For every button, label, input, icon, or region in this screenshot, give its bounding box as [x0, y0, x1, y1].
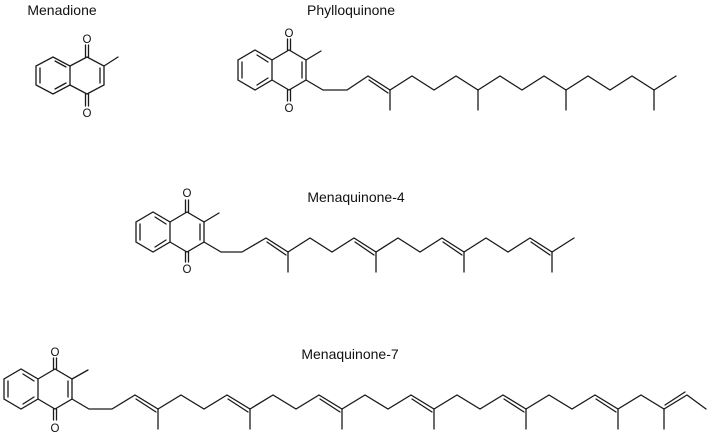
phylloquinone-oxygen-bottom: O — [285, 103, 294, 115]
menaquinone-7-isoprenyl-chain — [71, 391, 707, 430]
phylloquinone-phytyl-chain — [305, 75, 677, 111]
menaquinone-7-naphthoquinone-core — [3, 357, 89, 421]
label-menaquinone-4: Menaquinone-4 — [307, 189, 405, 205]
molecule-menaquinone-7: Menaquinone-7 O O — [3, 346, 707, 435]
menaquinone-4-naphthoquinone-core — [135, 199, 220, 263]
phylloquinone-naphthoquinone-core — [237, 38, 322, 102]
menaquinone-7-oxygen-bottom: O — [51, 423, 60, 435]
label-phylloquinone: Phylloquinone — [307, 2, 395, 18]
molecule-menadione: Menadione O O — [27, 2, 119, 120]
label-menadione: Menadione — [27, 2, 96, 18]
menaquinone-4-isoprenyl-chain — [203, 237, 575, 273]
label-menaquinone-7: Menaquinone-7 — [301, 346, 399, 362]
menadione-oxygen-bottom: O — [83, 108, 92, 120]
molecule-phylloquinone: Phylloquinone O O — [237, 2, 677, 115]
phylloquinone-oxygen-top: O — [285, 28, 294, 40]
menaquinone-7-oxygen-top: O — [51, 347, 60, 359]
menaquinone-4-oxygen-top: O — [183, 188, 192, 200]
molecule-menaquinone-4: Menaquinone-4 O O — [135, 188, 575, 276]
menadione-oxygen-top: O — [83, 34, 92, 46]
menaquinone-4-oxygen-bottom: O — [183, 264, 192, 276]
menadione-naphthoquinone-core — [35, 44, 119, 107]
